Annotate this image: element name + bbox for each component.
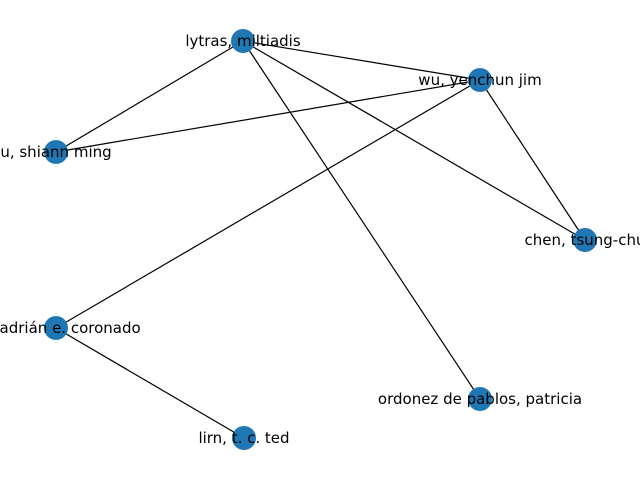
node-adrian	[44, 316, 68, 340]
node-label-wu: wu, yenchun jim	[418, 71, 541, 89]
node-label-lytras: lytras, miltiadis	[185, 32, 301, 50]
node-label-lirn: lirn, t. c. ted	[198, 429, 289, 447]
edge-wu-shiann	[55, 79, 481, 153]
node-label-adrian: on, adrián e. coronado	[0, 319, 141, 337]
edge-wu-chen	[479, 79, 586, 241]
node-lytras	[231, 29, 255, 53]
edge-lytras-chen	[242, 40, 586, 241]
edge-lytras-ordonez	[242, 40, 481, 400]
node-lirn	[232, 426, 256, 450]
graph-edges	[55, 40, 586, 439]
graph-labels: lytras, miltiadis wu, yenchun jim u, shian…	[0, 32, 640, 447]
edge-lytras-wu	[242, 40, 481, 81]
node-label-ordonez: ordonez de pablos, patricia	[378, 390, 582, 408]
node-ordonez	[468, 387, 492, 411]
node-shiann	[44, 140, 68, 164]
node-wu	[468, 68, 492, 92]
graph-nodes	[44, 29, 597, 450]
node-chen	[573, 228, 597, 252]
node-label-shiann: u, shiann ming	[0, 143, 111, 161]
edge-wu-adrian	[55, 79, 481, 329]
edge-lytras-shiann	[55, 40, 244, 153]
node-label-chen: chen, tsung-chu	[525, 231, 640, 249]
edge-adrian-lirn	[55, 327, 245, 439]
